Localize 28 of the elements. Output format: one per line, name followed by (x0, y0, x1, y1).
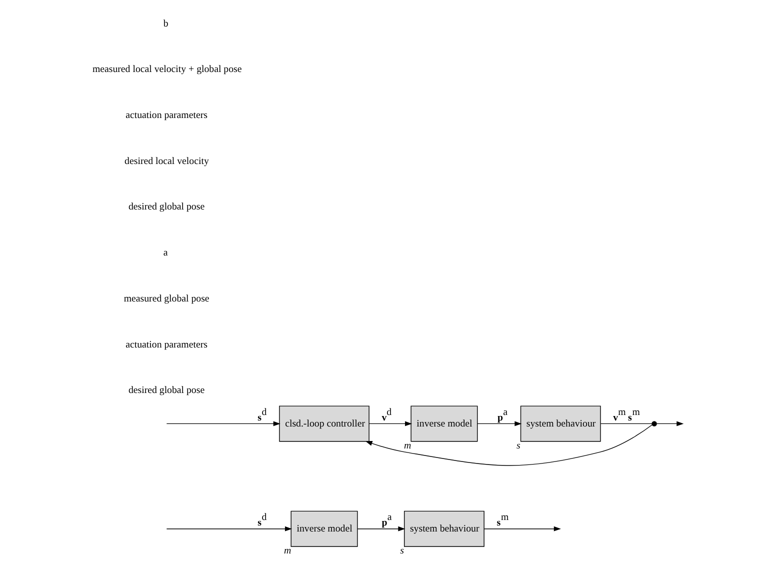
arrow (166, 421, 280, 426)
label: a (163, 248, 168, 259)
connector (600, 423, 652, 424)
arrow (166, 526, 292, 532)
node-label: s (516, 440, 520, 452)
node-label: s (400, 546, 404, 557)
node-label: m (284, 546, 292, 557)
arrow (357, 526, 406, 532)
node-box: inverse model (290, 510, 358, 547)
node-circle (652, 421, 657, 426)
node-label: m (404, 440, 412, 452)
node-box: system behaviour (404, 510, 484, 547)
arrow (656, 421, 684, 426)
arrow (477, 421, 522, 426)
node-box: inverse model (410, 406, 478, 442)
arrow (484, 526, 561, 532)
node-box: system behaviour (520, 406, 601, 442)
arrow (368, 421, 412, 426)
arrow (365, 424, 652, 466)
label: desired global pose (128, 385, 205, 396)
node-box: clsd.-loop controller (279, 406, 370, 442)
label: actuation parameters (126, 110, 208, 121)
label: measured local velocity + global pose (92, 64, 242, 76)
label: desired global pose (128, 202, 205, 213)
label: desired local velocity (124, 156, 209, 167)
label: b (163, 18, 168, 30)
label: actuation parameters (126, 339, 208, 350)
label: measured global pose (124, 293, 210, 304)
